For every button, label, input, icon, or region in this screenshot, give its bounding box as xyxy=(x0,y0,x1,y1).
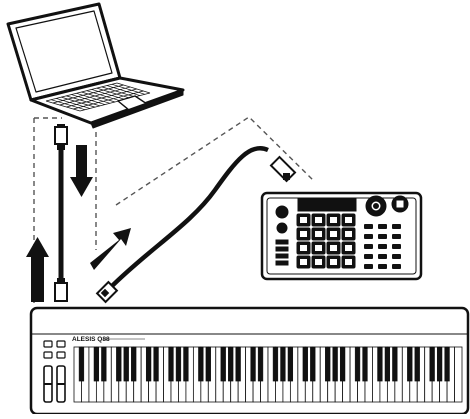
black-key xyxy=(257,346,264,382)
cable-plug-pad xyxy=(269,155,297,183)
arrow-down xyxy=(70,145,93,197)
black-key xyxy=(392,346,398,382)
black-key xyxy=(407,346,413,382)
black-key xyxy=(250,346,256,382)
arrow-up xyxy=(26,237,49,302)
black-key xyxy=(436,346,443,382)
usb-plug-bottom xyxy=(54,282,68,302)
arrow-diagonal xyxy=(90,228,131,270)
pitch-mod-wheels xyxy=(43,365,66,403)
pad-function-button xyxy=(364,244,373,249)
black-key xyxy=(339,346,346,382)
black-key xyxy=(332,346,338,382)
black-key xyxy=(153,346,159,382)
black-key xyxy=(287,346,294,382)
piano-keys xyxy=(73,346,463,403)
black-key xyxy=(310,346,316,382)
pad-right-controls xyxy=(364,195,409,269)
black-key xyxy=(168,346,174,382)
midi-cable xyxy=(95,116,315,304)
laptop-keyboard xyxy=(45,82,151,112)
pad-function-button xyxy=(392,224,401,229)
pad-display xyxy=(297,198,357,212)
pad-function-button xyxy=(364,254,373,259)
laptop xyxy=(6,2,185,129)
black-key xyxy=(280,346,286,382)
black-key xyxy=(414,346,420,382)
pad-function-button xyxy=(392,244,401,249)
black-key xyxy=(235,346,241,382)
white-key xyxy=(454,346,463,403)
black-key xyxy=(101,346,107,382)
black-key xyxy=(205,346,211,382)
pad-function-button xyxy=(392,234,401,239)
black-key xyxy=(145,346,152,382)
pad-function-button xyxy=(364,264,373,269)
black-key xyxy=(325,346,331,382)
black-key xyxy=(123,346,129,382)
pad-function-button xyxy=(392,254,401,259)
pad-function-button xyxy=(364,234,373,239)
pad-function-button xyxy=(378,254,387,259)
usb-plug-top xyxy=(54,126,68,145)
pad-function-button xyxy=(392,264,401,269)
pad-function-button xyxy=(378,264,387,269)
cable-plug-keyboard xyxy=(95,280,119,304)
black-key xyxy=(198,346,204,382)
black-key xyxy=(78,346,85,382)
black-key xyxy=(175,346,182,382)
midi-keyboard: ALESIS Q88 xyxy=(29,306,470,416)
octave-buttons xyxy=(43,340,66,359)
black-key xyxy=(302,346,308,382)
black-key xyxy=(93,346,100,382)
black-key xyxy=(429,346,435,382)
black-key xyxy=(131,346,137,382)
pad-controller xyxy=(260,191,423,281)
black-key xyxy=(377,346,383,382)
black-key xyxy=(228,346,234,382)
black-key xyxy=(354,346,361,382)
pad-left-knobs xyxy=(275,205,289,266)
black-key xyxy=(116,346,122,382)
black-key xyxy=(183,346,189,382)
pad-grid xyxy=(296,213,356,269)
black-key xyxy=(444,346,450,382)
keyboard-brand-label: ALESIS Q88 xyxy=(72,336,110,343)
pad-function-button xyxy=(364,224,373,229)
black-key xyxy=(272,346,279,382)
black-key xyxy=(384,346,391,382)
black-key xyxy=(220,346,226,382)
pad-function-button xyxy=(378,244,387,249)
pad-function-button xyxy=(378,224,387,229)
black-key xyxy=(362,346,368,382)
pad-function-button xyxy=(378,234,387,239)
